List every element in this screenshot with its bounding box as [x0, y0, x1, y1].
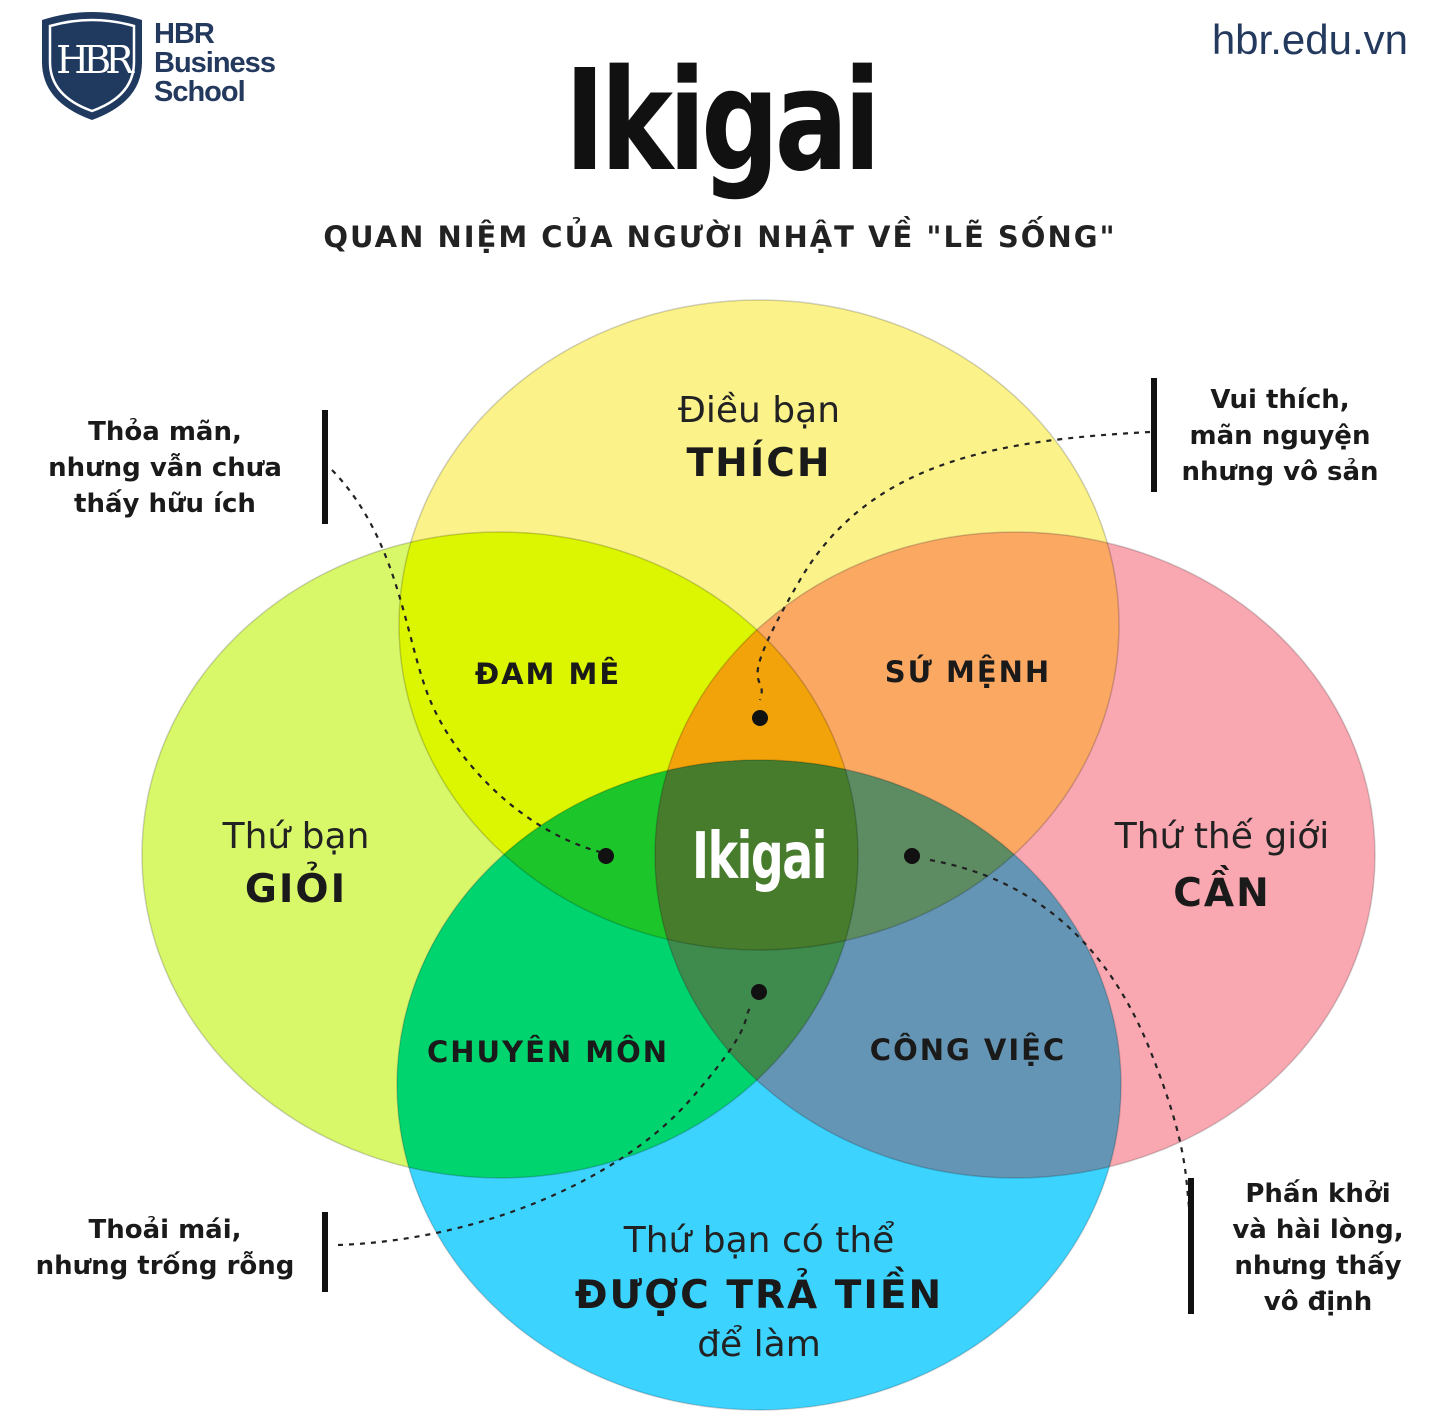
note-bar [322, 1212, 328, 1292]
overlap-mission-label: SỨ MỆNH [885, 655, 1051, 689]
note-top-right-line2: mãn nguyện [1190, 421, 1371, 451]
note-bottom-left-line1: Thoải mái, [88, 1214, 241, 1245]
overlap-profession-label: CHUYÊN MÔN [427, 1035, 669, 1069]
overlap-passion-label: ĐAM MÊ [475, 657, 621, 691]
leader-line-bottom-left [337, 1004, 753, 1247]
logo-monogram: HBR [56, 38, 134, 82]
marker-dot [751, 984, 767, 1000]
paid-label-line3: để làm [697, 1324, 821, 1365]
need-label-line1: Thứ thế giới [1114, 816, 1329, 857]
logo-line: HBR [154, 18, 215, 50]
paid-label-line2: ĐƯỢC TRẢ TIỀN [575, 1266, 943, 1318]
need-label-line2: CẦN [1173, 864, 1270, 916]
page-title: Ikigai [564, 40, 881, 203]
marker-dot [752, 710, 768, 726]
leader-line-top-right [756, 430, 1151, 701]
logo-line: Business [154, 47, 276, 79]
shield-icon [42, 12, 142, 120]
logo-line: School [154, 76, 246, 108]
site-url: hbr.edu.vn [1211, 16, 1408, 63]
note-bottom-right-line4: vô định [1264, 1287, 1372, 1317]
note-bar [322, 410, 328, 524]
leader-line-top-left [331, 469, 601, 854]
page-subtitle: QUAN NIỆM CỦA NGƯỜI NHẬT VỀ "LẼ SỐNG" [323, 220, 1117, 254]
love-label-line1: Điều bạn [678, 390, 840, 431]
good-label-line1: Thứ bạn [222, 816, 370, 857]
marker-dot [598, 848, 614, 864]
note-bar [1188, 1178, 1194, 1314]
good-label-line2: GIỎI [245, 862, 347, 912]
note-top-left-line1: Thỏa mãn, [88, 416, 242, 447]
love-label-line2: THÍCH [686, 439, 831, 486]
hbr-logo: HBR HBR Business School [38, 10, 298, 125]
center-ikigai-label: Ikigai [692, 820, 826, 894]
note-bottom-right-line1: Phấn khởi [1245, 1178, 1390, 1209]
paid-label-line1: Thứ bạn có thể [623, 1220, 895, 1261]
note-bottom-right-line3: nhưng thấy [1234, 1250, 1401, 1281]
note-bar [1151, 378, 1157, 492]
note-top-left-line2: nhưng vẫn chưa [48, 452, 282, 483]
overlap-vocation-label: CÔNG VIỆC [870, 1033, 1066, 1067]
logo-wordmark: HBR Business School [154, 18, 276, 108]
marker-dot [904, 848, 920, 864]
note-top-right-line1: Vui thích, [1210, 385, 1349, 415]
note-bottom-left-line2: nhưng trống rỗng [36, 1250, 295, 1281]
note-top-right-line3: nhưng vô sản [1181, 456, 1378, 487]
note-bottom-right-line2: và hài lòng, [1232, 1215, 1403, 1245]
note-top-left-line3: thấy hữu ích [74, 488, 256, 519]
leader-line-bottom-right [929, 858, 1192, 1216]
